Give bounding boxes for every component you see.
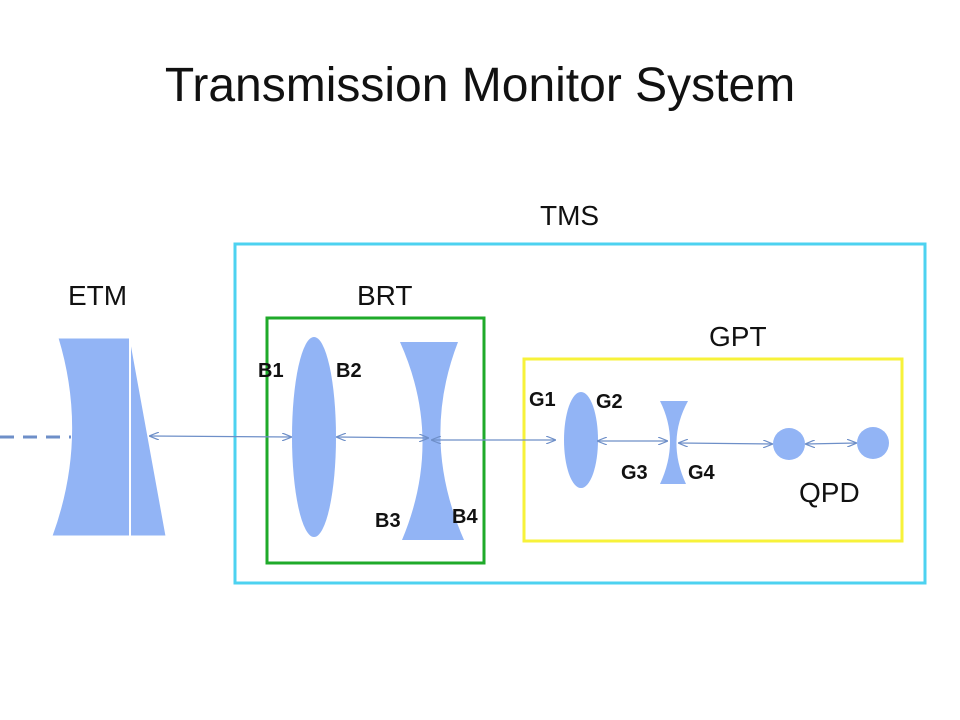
label-b2: B2: [336, 360, 362, 382]
qpd-1: [773, 428, 805, 460]
label-brt: BRT: [357, 280, 413, 311]
label-g4: G4: [688, 462, 716, 484]
lens-g1-g2: [564, 392, 598, 488]
beam-etm-to-b1: [150, 436, 291, 437]
tms-enclosure: [233, 242, 927, 585]
etm-mirror: [51, 337, 167, 537]
label-g1: G1: [529, 389, 556, 411]
label-g2: G2: [596, 391, 623, 413]
beam-b2-to-b3: [337, 437, 428, 438]
label-b3: B3: [375, 510, 401, 532]
label-qpd: QPD: [799, 477, 860, 508]
beam-qpd-to-qpd: [806, 443, 856, 444]
qpd-2: [857, 427, 889, 459]
lens-g3-g4: [660, 401, 688, 484]
gpt-enclosure: [522, 357, 904, 543]
lens-b1-b2: [292, 337, 336, 537]
page-title: Transmission Monitor System: [164, 59, 796, 112]
label-g3: G3: [621, 462, 648, 484]
label-etm: ETM: [68, 280, 127, 311]
label-tms: TMS: [540, 200, 599, 231]
beam-g4-to-qpd: [679, 443, 772, 444]
label-b1: B1: [258, 360, 284, 382]
label-b4: B4: [452, 506, 478, 528]
label-gpt: GPT: [709, 321, 767, 352]
